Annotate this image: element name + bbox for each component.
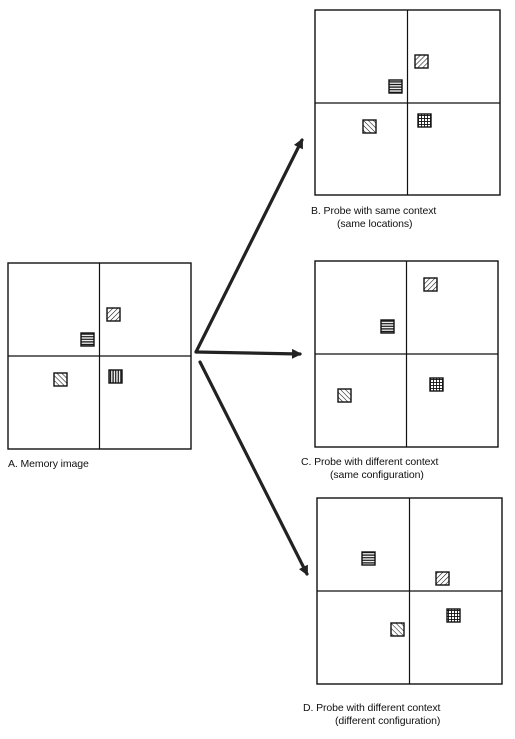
arrow-to-different-context-same-config bbox=[194, 348, 302, 359]
caption-line-1: C. Probe with different context bbox=[301, 456, 439, 468]
caption-same-context: B. Probe with same context (same locatio… bbox=[311, 205, 436, 231]
caption-line-2: (different configuration) bbox=[335, 715, 441, 727]
item-grid bbox=[417, 113, 432, 128]
item-horizontal-lines bbox=[361, 551, 376, 566]
caption-different-context-different-config: D. Probe with different context (differe… bbox=[303, 702, 440, 728]
panel-different-context-different-config bbox=[316, 497, 503, 685]
item-diagonal-up bbox=[390, 622, 405, 637]
item-diagonal-up bbox=[337, 388, 352, 403]
item-grid bbox=[429, 377, 444, 392]
caption-line-1: B. Probe with same context bbox=[311, 205, 437, 217]
caption-line-2: (same configuration) bbox=[330, 469, 424, 481]
item-diagonal-down bbox=[435, 571, 450, 586]
item-horizontal-lines bbox=[388, 79, 403, 94]
caption-line-1: A. Memory image bbox=[8, 458, 89, 470]
arrow-to-same-context bbox=[194, 138, 304, 354]
arrow-to-different-context-different-config bbox=[198, 360, 309, 576]
item-diagonal-down bbox=[106, 307, 121, 322]
arrows bbox=[194, 138, 309, 576]
item-diagonal-down bbox=[423, 277, 438, 292]
item-diagonal-up bbox=[53, 372, 68, 387]
panel-different-context-same-config bbox=[314, 260, 499, 448]
item-diagonal-down bbox=[414, 54, 429, 69]
item-horizontal-lines bbox=[380, 319, 395, 334]
caption-line-2: (same locations) bbox=[337, 218, 413, 230]
item-diagonal-up bbox=[362, 119, 377, 134]
item-horizontal-lines bbox=[80, 332, 95, 347]
caption-line-1: D. Probe with different context bbox=[303, 702, 441, 714]
panel-memory-image bbox=[7, 262, 192, 450]
item-grid bbox=[446, 608, 461, 623]
caption-different-context-same-config: C. Probe with different context (same co… bbox=[301, 456, 438, 482]
panel-same-context bbox=[314, 9, 501, 196]
item-vertical-lines bbox=[108, 369, 123, 384]
caption-memory-image: A. Memory image bbox=[8, 458, 89, 471]
